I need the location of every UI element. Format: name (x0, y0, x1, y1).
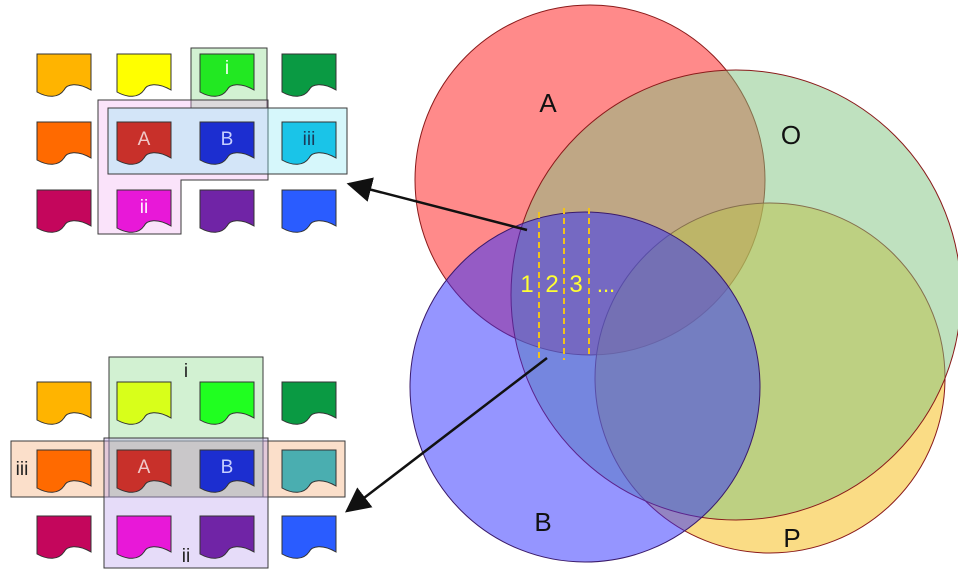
bottom-doc-r1c2 (116, 381, 172, 425)
bottom-highlight-label-iii: iii (16, 459, 29, 480)
top-doc-r2c2-A (116, 121, 172, 165)
top-highlight-label-iii: iii (303, 129, 316, 150)
arrow-to-bottom-grid (345, 357, 548, 513)
top-doc-r1c1 (36, 53, 92, 97)
arrow-to-top-grid (346, 177, 528, 232)
bottom-highlight-label-ii: ii (182, 546, 190, 567)
top-doc-r2c3-B (199, 121, 255, 165)
top-doc-r3c3 (199, 189, 255, 233)
bottom-doc-label-a: A (138, 457, 151, 478)
bottom-doc-r3c3 (199, 515, 255, 559)
bottom-doc-r3c2 (116, 515, 172, 559)
venn-label-o: O (781, 120, 801, 150)
bottom-doc-r2c2-A (116, 449, 172, 493)
top-highlight-label-i: i (225, 58, 229, 79)
top-doc-r3c2 (116, 189, 172, 233)
venn-circle-b (409, 211, 761, 563)
top-doc-r2c1 (36, 121, 92, 165)
slice-label-1: 1 (520, 271, 533, 298)
top-doc-r1c4 (281, 53, 337, 97)
bottom-doc-label-b: B (221, 457, 234, 478)
bottom-doc-r2c4 (281, 449, 337, 493)
bottom-doc-r1c1 (36, 381, 92, 425)
venn-label-p: P (783, 523, 800, 553)
venn-label-b: B (534, 507, 551, 537)
venn-slices: 1 2 3 ... (520, 208, 615, 360)
slice-label-ellipsis: ... (597, 272, 615, 297)
bottom-doc-r2c3-B (199, 449, 255, 493)
slice-label-3: 3 (569, 271, 582, 298)
top-doc-r1c2 (116, 53, 172, 97)
top-doc-r1c3 (199, 53, 255, 97)
bottom-doc-r1c3 (199, 381, 255, 425)
bottom-doc-r3c4 (281, 515, 337, 559)
top-doc-label-a: A (138, 129, 151, 150)
bottom-doc-r2c1 (36, 449, 92, 493)
top-doc-r3c1 (36, 189, 92, 233)
top-highlight-label-ii: ii (140, 197, 148, 218)
bottom-doc-r1c4 (281, 381, 337, 425)
slice-label-2: 2 (545, 271, 558, 298)
bottom-document-grid: A B i ii iii (10, 356, 346, 569)
top-doc-r3c4 (281, 189, 337, 233)
top-doc-label-b: B (221, 129, 234, 150)
top-document-grid: A B i ii iii (36, 47, 348, 235)
bottom-highlight-label-i: i (184, 361, 188, 382)
venn-circles: A O B P (409, 4, 958, 563)
top-doc-r2c4 (281, 121, 337, 165)
venn-label-a: A (539, 88, 557, 118)
bottom-doc-r3c1 (36, 515, 92, 559)
